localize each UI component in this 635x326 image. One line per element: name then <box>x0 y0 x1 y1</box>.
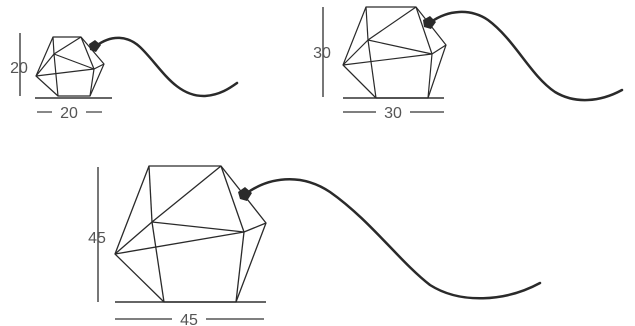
width-label: 45 <box>180 312 198 326</box>
power-cable <box>429 10 624 102</box>
cable-socket <box>238 187 252 201</box>
polyhedron-frame <box>342 6 447 99</box>
width-label: 30 <box>384 105 402 122</box>
height-label: 30 <box>313 45 331 62</box>
cable-socket <box>423 16 436 29</box>
polyhedron-frame <box>114 165 267 303</box>
lamp-large: 45 45 <box>88 165 542 326</box>
power-cable <box>245 178 542 300</box>
power-cable <box>94 36 239 98</box>
width-label: 20 <box>60 105 78 122</box>
lamp-medium: 30 30 <box>313 6 624 122</box>
height-label: 20 <box>10 60 28 77</box>
polyhedron-frame <box>35 36 105 97</box>
lamp-small: 20 20 <box>10 33 239 122</box>
height-label: 45 <box>88 230 106 247</box>
